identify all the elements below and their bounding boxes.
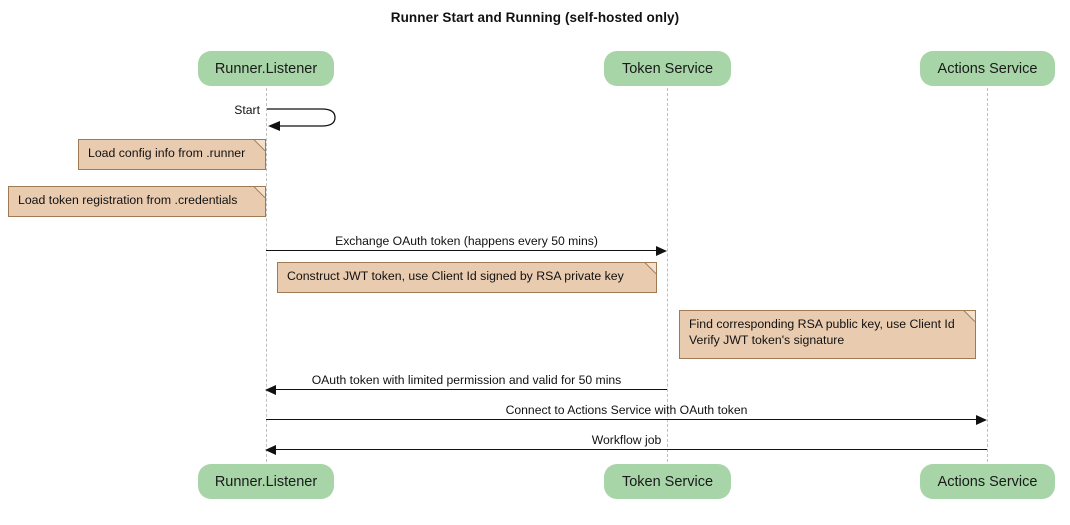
message-line-connect-actions-service xyxy=(266,419,977,420)
note-fold-icon xyxy=(255,186,266,197)
participant-label: Runner.Listener xyxy=(214,60,318,77)
participant-footer-token[interactable]: Token Service xyxy=(604,464,731,499)
participant-footer-actions[interactable]: Actions Service xyxy=(920,464,1055,499)
participant-header-runner[interactable]: Runner.Listener xyxy=(198,51,334,86)
message-label-oauth-token-response: OAuth token with limited permission and … xyxy=(311,373,622,387)
arrowhead-right-exchange-oauth-token xyxy=(656,245,667,256)
participant-footer-runner[interactable]: Runner.Listener xyxy=(198,464,334,499)
note-construct-jwt: Construct JWT token, use Client Id signe… xyxy=(277,262,657,293)
note-fold-icon xyxy=(965,310,976,321)
lifeline-actions xyxy=(987,88,988,462)
arrowhead-right-connect-actions-service xyxy=(976,414,987,425)
participant-header-token[interactable]: Token Service xyxy=(604,51,731,86)
note-verify-jwt: Find corresponding RSA public key, use C… xyxy=(679,310,976,359)
participant-label: Runner.Listener xyxy=(214,473,318,490)
participant-header-actions[interactable]: Actions Service xyxy=(920,51,1055,86)
note-text: Load token registration from .credential… xyxy=(18,193,238,207)
message-line-oauth-token-response xyxy=(276,389,667,390)
message-label-exchange-oauth-token: Exchange OAuth token (happens every 50 m… xyxy=(335,234,598,248)
message-label-workflow-job: Workflow job xyxy=(591,433,662,447)
self-message-loop-start xyxy=(264,104,344,132)
note-fold-icon xyxy=(255,139,266,150)
note-text: Construct JWT token, use Client Id signe… xyxy=(287,269,624,283)
note-text-line-2: Verify JWT token's signature xyxy=(689,333,845,347)
page-title: Runner Start and Running (self-hosted on… xyxy=(390,10,680,25)
participant-label: Token Service xyxy=(621,60,714,77)
message-line-exchange-oauth-token xyxy=(266,250,657,251)
lifeline-runner xyxy=(266,88,267,462)
arrowhead-left-oauth-token-response xyxy=(265,384,276,395)
note-text: Load config info from .runner xyxy=(88,146,246,160)
note-load-token-registration: Load token registration from .credential… xyxy=(8,186,266,217)
message-label-connect-actions-service: Connect to Actions Service with OAuth to… xyxy=(505,403,748,417)
participant-label: Token Service xyxy=(621,473,714,490)
note-text-line-1: Find corresponding RSA public key, use C… xyxy=(689,317,955,331)
participant-label: Actions Service xyxy=(937,473,1038,490)
participant-label: Actions Service xyxy=(937,60,1038,77)
note-load-config: Load config info from .runner xyxy=(78,139,266,170)
self-message-label-start: Start xyxy=(234,103,260,117)
arrowhead-left-workflow-job xyxy=(265,444,276,455)
message-line-workflow-job xyxy=(276,449,987,450)
lifeline-token xyxy=(667,88,668,462)
note-fold-icon xyxy=(646,262,657,273)
